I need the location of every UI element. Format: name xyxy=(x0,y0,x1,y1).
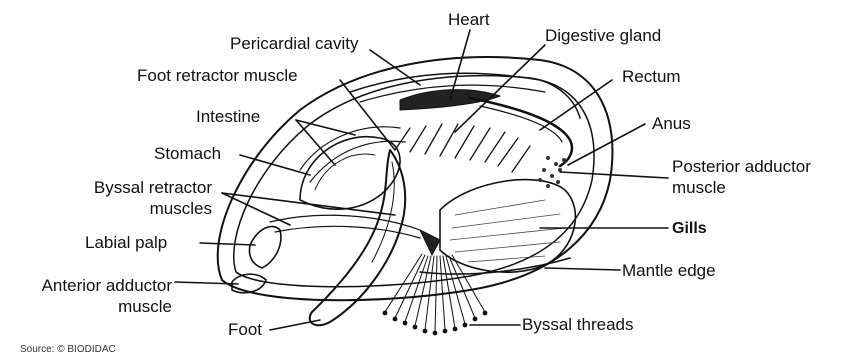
rectum-shape xyxy=(470,98,572,166)
label-intestine: Intestine xyxy=(196,107,260,127)
label-mantle-edge: Mantle edge xyxy=(622,261,716,281)
leader-anus xyxy=(568,124,645,165)
byssal-threads-shape xyxy=(385,254,485,332)
leader-anterior xyxy=(175,282,238,284)
leader-foot xyxy=(270,320,320,330)
label-anus: Anus xyxy=(652,114,691,134)
label-foot-retractor-muscle: Foot retractor muscle xyxy=(137,66,298,86)
stomach-shape xyxy=(300,137,400,209)
labial-palp-shape xyxy=(250,226,281,268)
leader-mantle xyxy=(545,268,620,270)
label-byssal-retractor-line1: Byssal retractor xyxy=(52,178,212,198)
source-credit: Source: © BIODIDAC xyxy=(20,344,116,355)
leader-posterior xyxy=(560,172,668,178)
leader-labial xyxy=(200,243,255,245)
label-stomach: Stomach xyxy=(154,144,221,164)
label-labial-palp: Labial palp xyxy=(85,233,167,253)
label-gills: Gills xyxy=(672,219,707,239)
label-heart: Heart xyxy=(448,10,490,30)
shell-outline xyxy=(218,57,613,300)
label-anterior-adductor-line2: muscle xyxy=(0,297,172,317)
label-byssal-retractor-line2: muscles xyxy=(52,199,212,219)
label-digestive-gland: Digestive gland xyxy=(545,26,661,46)
label-posterior-adductor-line2: muscle xyxy=(672,178,726,198)
leader-rectum xyxy=(540,80,612,130)
label-rectum: Rectum xyxy=(622,67,681,87)
label-posterior-adductor-line1: Posterior adductor xyxy=(672,157,811,177)
label-foot: Foot xyxy=(228,320,262,340)
mantle-edge-line xyxy=(420,258,570,274)
label-pericardial-cavity: Pericardial cavity xyxy=(230,34,359,54)
label-byssal-threads: Byssal threads xyxy=(522,315,634,335)
gills-shape xyxy=(440,180,575,273)
label-anterior-adductor-line1: Anterior adductor xyxy=(0,276,172,296)
digestive-gland-ribs xyxy=(395,124,530,172)
